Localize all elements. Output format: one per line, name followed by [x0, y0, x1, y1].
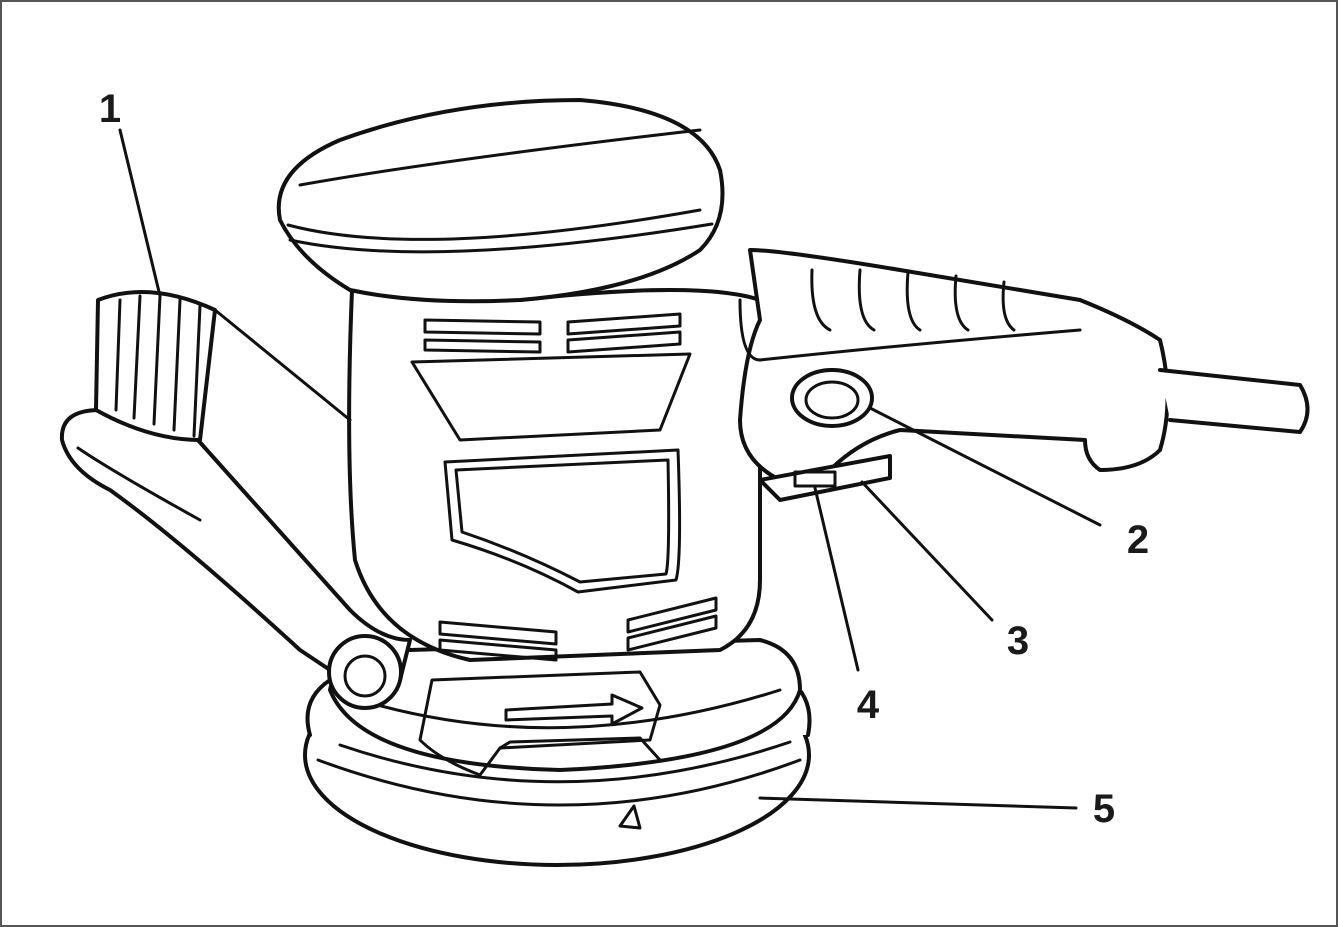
power-cord: [1158, 368, 1310, 434]
callout-4: 4: [857, 683, 880, 727]
callout-5: 5: [1093, 787, 1115, 831]
palm-grip: [276, 98, 725, 304]
callout-1: 1: [99, 87, 121, 131]
callout-2: 2: [1127, 518, 1149, 562]
power-switch: [790, 368, 874, 428]
leader-lines: [118, 128, 1102, 810]
leader-4: [813, 486, 860, 672]
leader-1: [118, 128, 162, 298]
port-lock-knob: [327, 634, 403, 710]
leader-5: [758, 796, 1078, 810]
rotation-arrow-icon: [504, 693, 644, 726]
leader-3: [860, 480, 994, 622]
motor-housing: [347, 288, 762, 662]
speed-dial: [758, 454, 892, 502]
leader-2: [868, 406, 1102, 527]
callout-3: 3: [1007, 619, 1029, 663]
alignment-triangle-icon: [618, 804, 642, 830]
dust-port: [59, 290, 412, 710]
